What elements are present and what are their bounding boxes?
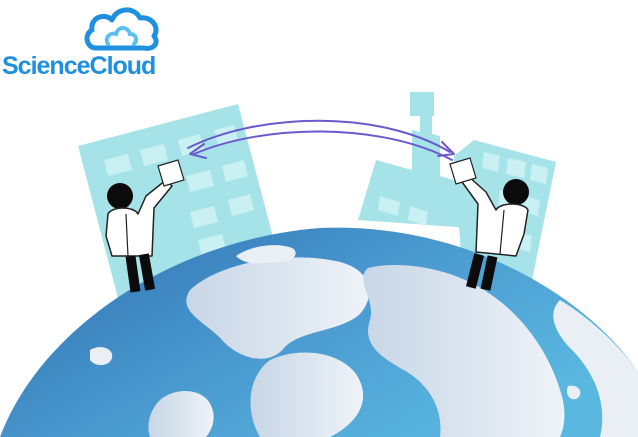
logo-word-cloud: Cloud xyxy=(89,52,157,80)
exchange-arrows xyxy=(187,119,455,161)
cloud-icon xyxy=(84,7,159,51)
globe-icon xyxy=(0,227,638,437)
logo-wordmark: ScienceCloud xyxy=(2,52,157,80)
scientist-right xyxy=(449,157,529,291)
logo-word-science: Science xyxy=(2,52,91,80)
science-cloud-logo[interactable]: ScienceCloud xyxy=(0,0,170,90)
scientist-left xyxy=(105,159,185,293)
